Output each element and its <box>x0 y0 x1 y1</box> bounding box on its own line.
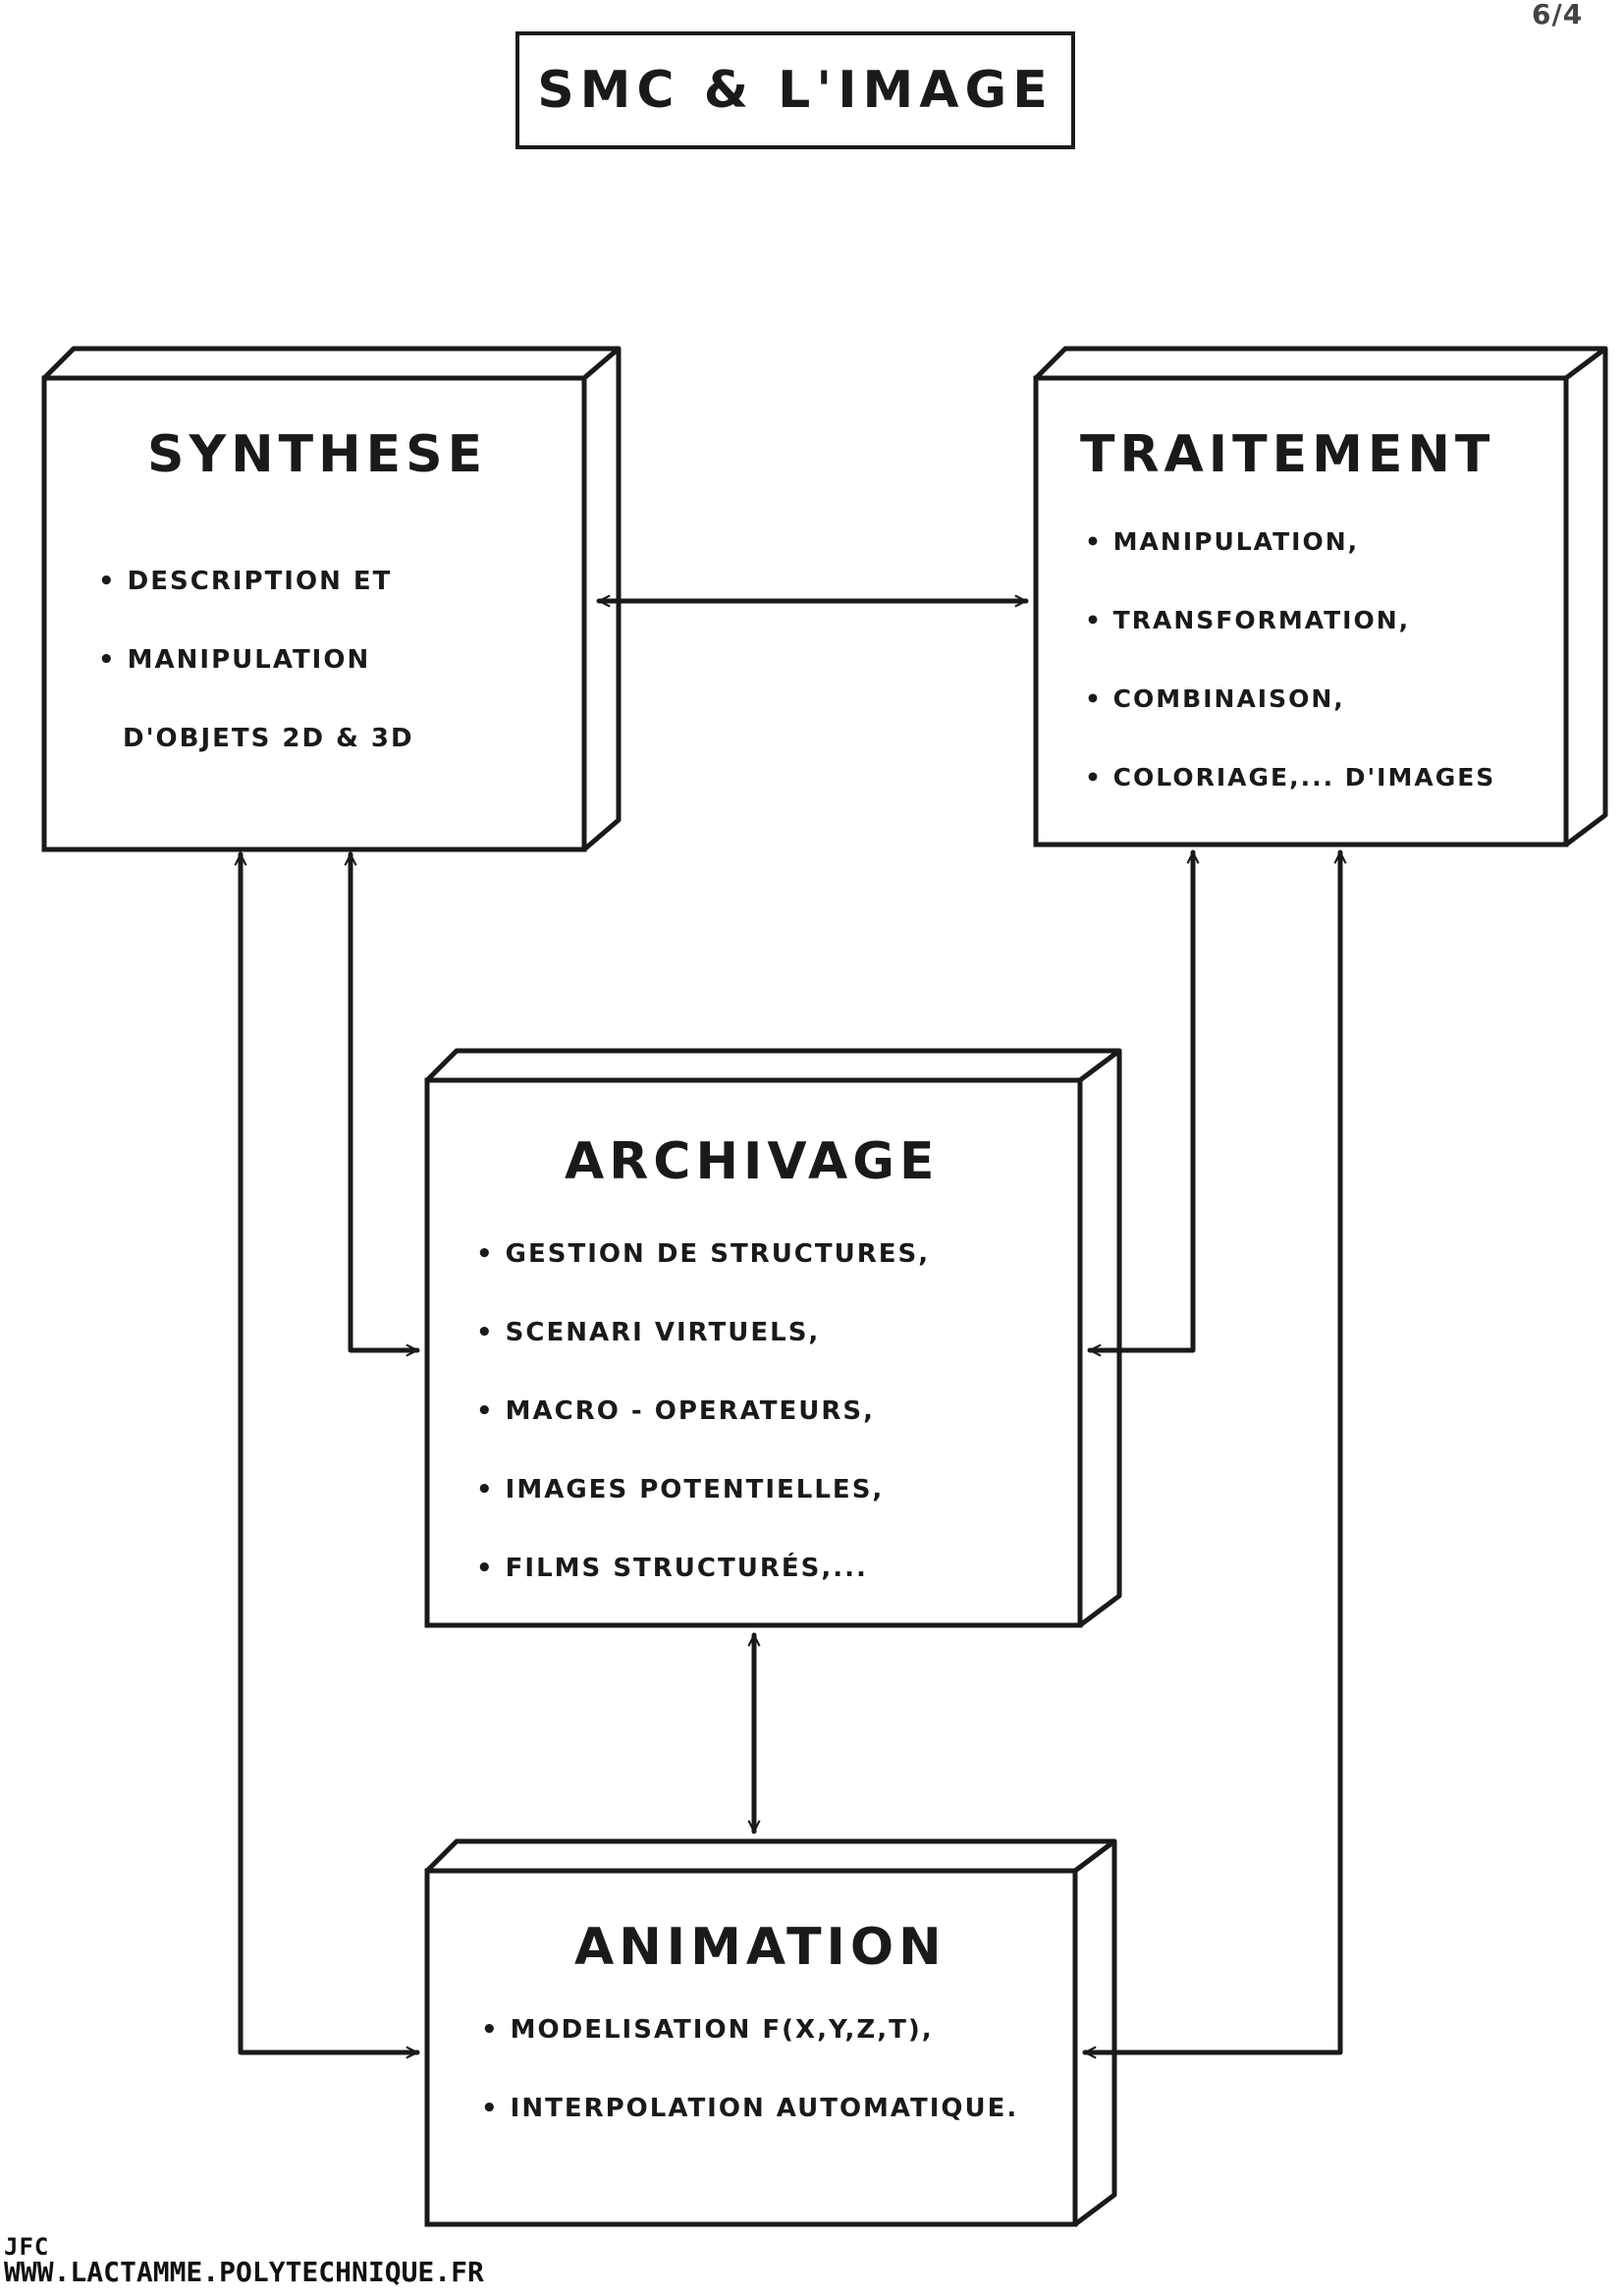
traitement-item-2: • TRANSFORMATION, <box>1085 606 1410 634</box>
synthese-item-2: • MANIPULATION <box>98 645 370 675</box>
traitement-title: TRAITEMENT <box>1080 425 1494 484</box>
synthese-box-top-face <box>41 346 622 381</box>
archivage-item-4: • IMAGES POTENTIELLES, <box>476 1475 884 1504</box>
synthese-box: SYNTHESE • DESCRIPTION ET • MANIPULATION… <box>41 346 622 852</box>
archivage-item-2: • SCENARI VIRTUELS, <box>476 1318 820 1347</box>
footer-initials: JFC <box>4 2233 50 2261</box>
archivage-box-top-face <box>424 1048 1122 1083</box>
arrow-traitement-animation <box>1082 849 1340 2052</box>
traitement-item-4: • COLORIAGE,... D'IMAGES <box>1085 763 1495 792</box>
archivage-item-5: • FILMS STRUCTURÉS,... <box>476 1552 868 1583</box>
title-box: SMC & L'IMAGE <box>515 31 1075 149</box>
traitement-box-top-face <box>1033 346 1608 381</box>
synthese-item-1: • DESCRIPTION ET <box>98 567 392 596</box>
animation-box: ANIMATION • MODELISATION F(X,Y,Z,T), • I… <box>424 1838 1117 2227</box>
arrow-synthese-archivage <box>351 851 420 1350</box>
footer-brand: JFC WWW.LACTAMME.POLYTECHNIQUE.FR <box>4 2235 484 2286</box>
archivage-item-3: • MACRO - OPERATEURS, <box>476 1396 875 1426</box>
traitement-box-front-face <box>1033 375 1569 847</box>
animation-title: ANIMATION <box>574 1918 947 1977</box>
archivage-box: ARCHIVAGE • GESTION DE STRUCTURES, • SCE… <box>424 1048 1122 1628</box>
footer-site: WWW.LACTAMME.POLYTECHNIQUE.FR <box>4 2256 484 2288</box>
connectors <box>241 601 1340 2052</box>
archivage-box-side-face <box>1077 1048 1122 1628</box>
animation-box-front-face <box>424 1868 1078 2227</box>
traitement-box-side-face <box>1563 346 1608 847</box>
page-number: 6/4 <box>1532 0 1584 30</box>
archivage-title: ARCHIVAGE <box>565 1132 939 1191</box>
traitement-item-1: • MANIPULATION, <box>1085 527 1359 556</box>
animation-item-1: • MODELISATION F(X,Y,Z,T), <box>481 2015 934 2045</box>
diagram-title: SMC & L'IMAGE <box>537 61 1054 120</box>
archivage-box-front-face <box>424 1077 1083 1628</box>
animation-box-side-face <box>1072 1838 1117 2227</box>
synthese-title: SYNTHESE <box>147 425 487 484</box>
arrow-synthese-animation <box>241 851 420 2052</box>
archivage-item-1: • GESTION DE STRUCTURES, <box>476 1239 930 1269</box>
animation-box-top-face <box>424 1838 1117 1874</box>
synthese-box-front-face <box>41 375 587 852</box>
traitement-item-3: • COMBINAISON, <box>1085 684 1345 713</box>
synthese-item-3: D'OBJETS 2D & 3D <box>123 724 414 753</box>
animation-item-2: • INTERPOLATION AUTOMATIQUE. <box>481 2094 1018 2123</box>
traitement-box: TRAITEMENT • MANIPULATION, • TRANSFORMAT… <box>1033 346 1608 847</box>
